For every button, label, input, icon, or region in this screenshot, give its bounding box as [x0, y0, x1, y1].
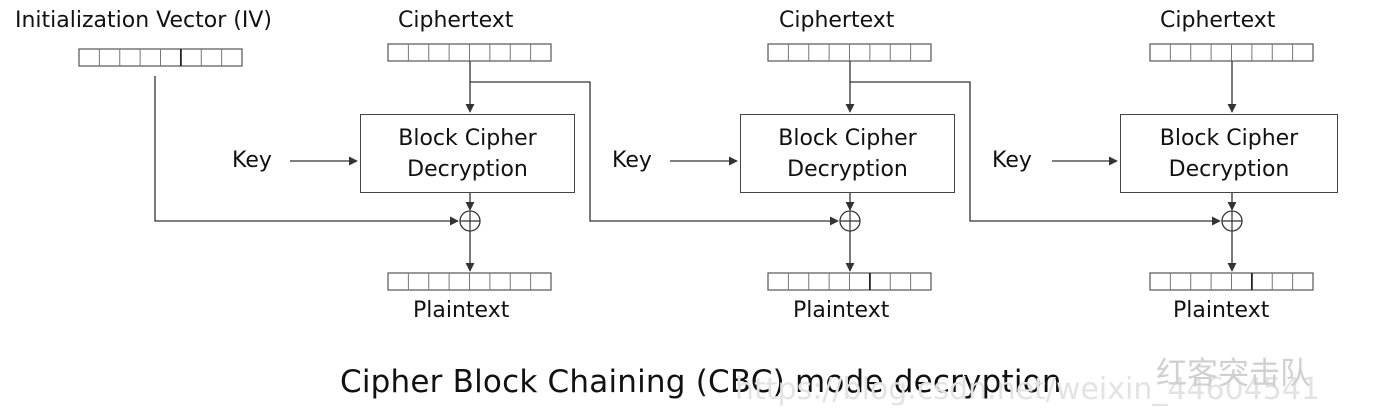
block-subtitle-1: Decryption	[407, 156, 528, 182]
iv-label: Initialization Vector (IV)	[15, 8, 272, 33]
key-label-2: Key	[612, 148, 652, 173]
plaintext-label-1: Plaintext	[413, 298, 510, 323]
watermark-chinese: 红客突击队	[1156, 356, 1311, 392]
block-cipher-decryption-3: Block Cipher Decryption	[1120, 114, 1338, 193]
block-title-2: Block Cipher	[778, 125, 917, 151]
plaintext-label-2: Plaintext	[793, 298, 890, 323]
chain-line-1	[470, 81, 839, 226]
iv-to-xor-line	[154, 76, 459, 226]
diagram-caption: Cipher Block Chaining (CBC) mode decrypt…	[340, 364, 1062, 400]
block-title-3: Block Cipher	[1159, 125, 1299, 151]
key-label-1: Key	[232, 148, 272, 173]
ciphertext-label-3: Ciphertext	[1160, 8, 1276, 33]
chain-line-2	[850, 81, 1221, 226]
block-cipher-decryption-2: Block Cipher Decryption	[740, 114, 955, 193]
block-subtitle-2: Decryption	[787, 156, 908, 182]
ciphertext-label-1: Ciphertext	[398, 8, 514, 33]
block-cipher-decryption-1: Block Cipher Decryption	[360, 114, 575, 193]
block-subtitle-3: Decryption	[1168, 156, 1290, 182]
block-title-1: Block Cipher	[398, 125, 537, 151]
ciphertext-label-2: Ciphertext	[779, 8, 895, 33]
watermark-url: https://blog.csdn.net/weixin_44604541	[735, 372, 1321, 407]
plaintext-label-3: Plaintext	[1173, 298, 1270, 323]
key-label-3: Key	[992, 148, 1032, 173]
